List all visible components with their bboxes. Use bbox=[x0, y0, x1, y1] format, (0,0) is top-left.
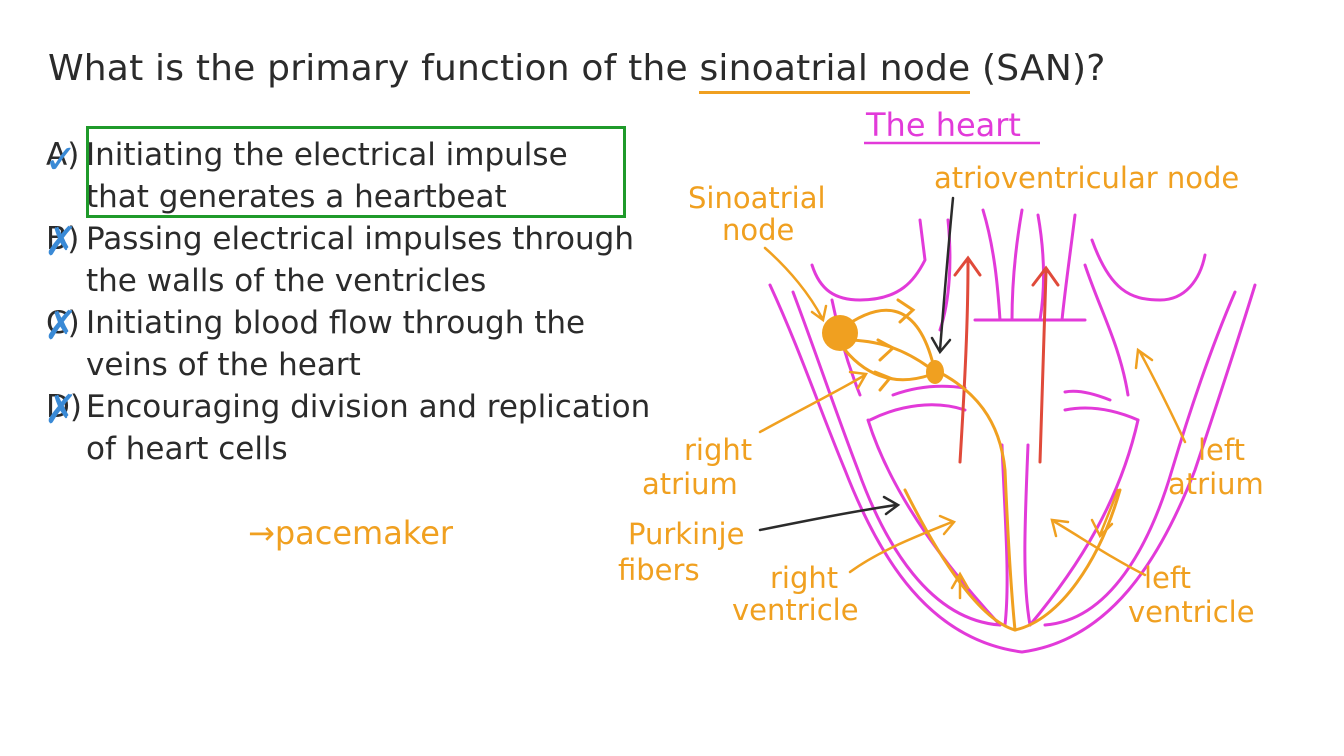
option-d-line2: of heart cells bbox=[86, 431, 288, 467]
blood-flow-arrows bbox=[953, 255, 1060, 464]
label-left-ventricle-1: left bbox=[1144, 561, 1191, 595]
atrioventricular-node-marker bbox=[926, 360, 944, 384]
option-b: B)Passing electrical impulses through th… bbox=[46, 218, 686, 302]
option-c: C)Initiating blood flow through the vein… bbox=[46, 302, 686, 386]
option-c-line1: Initiating blood flow through the bbox=[86, 305, 586, 341]
label-right-ventricle-2: ventricle bbox=[732, 593, 859, 627]
dark-leaders bbox=[758, 196, 955, 532]
diagram-title: The heart bbox=[865, 106, 1021, 144]
option-d-letter: D) bbox=[46, 389, 82, 425]
label-left-ventricle-2: ventricle bbox=[1128, 595, 1255, 629]
cross-mark-icon: ✗ bbox=[44, 219, 78, 265]
label-purkinje-1: Purkinje bbox=[628, 517, 744, 551]
label-av-node: atrioventricular node bbox=[934, 161, 1239, 195]
label-leaders bbox=[758, 246, 1187, 600]
option-a-line2: that generates a heartbeat bbox=[86, 179, 507, 215]
option-a: A)Initiating the electrical impulse that… bbox=[46, 134, 686, 218]
cross-mark-icon: ✗ bbox=[44, 303, 78, 349]
label-right-atrium-2: atrium bbox=[642, 467, 738, 501]
conduction-pathways bbox=[838, 298, 1122, 632]
option-c-letter: C) bbox=[46, 305, 80, 341]
sinoatrial-node-marker bbox=[822, 315, 858, 351]
option-d: D)Encouraging division and replication o… bbox=[46, 386, 686, 470]
label-sa-node-1: Sinoatrial bbox=[688, 181, 826, 215]
cross-mark-icon: ✗ bbox=[44, 387, 78, 433]
correct-answer-box bbox=[86, 126, 626, 218]
label-right-ventricle-1: right bbox=[770, 561, 838, 595]
option-a-letter: A) bbox=[46, 137, 80, 173]
option-a-line1: Initiating the electrical impulse bbox=[86, 137, 568, 173]
option-b-letter: B) bbox=[46, 221, 80, 257]
label-left-atrium-2: atrium bbox=[1168, 467, 1264, 501]
label-right-atrium-1: right bbox=[684, 433, 752, 467]
label-sa-node-2: node bbox=[722, 213, 794, 247]
question-prefix: What is the primary function of the bbox=[48, 48, 700, 89]
option-d-line1: Encouraging division and replication bbox=[86, 389, 651, 425]
check-mark-icon: ✓ bbox=[44, 137, 78, 183]
question-suffix: (SAN)? bbox=[970, 48, 1106, 89]
question-term: sinoatrial node bbox=[699, 48, 971, 94]
option-c-line2: veins of the heart bbox=[86, 347, 361, 383]
option-b-line2: the walls of the ventricles bbox=[86, 263, 487, 299]
label-purkinje-2: fibers bbox=[618, 553, 700, 587]
option-b-line1: Passing electrical impulses through bbox=[86, 221, 634, 257]
pacemaker-note: →pacemaker bbox=[248, 514, 454, 552]
label-left-atrium-1: left bbox=[1198, 433, 1245, 467]
question-text: What is the primary function of the sino… bbox=[48, 48, 1106, 94]
